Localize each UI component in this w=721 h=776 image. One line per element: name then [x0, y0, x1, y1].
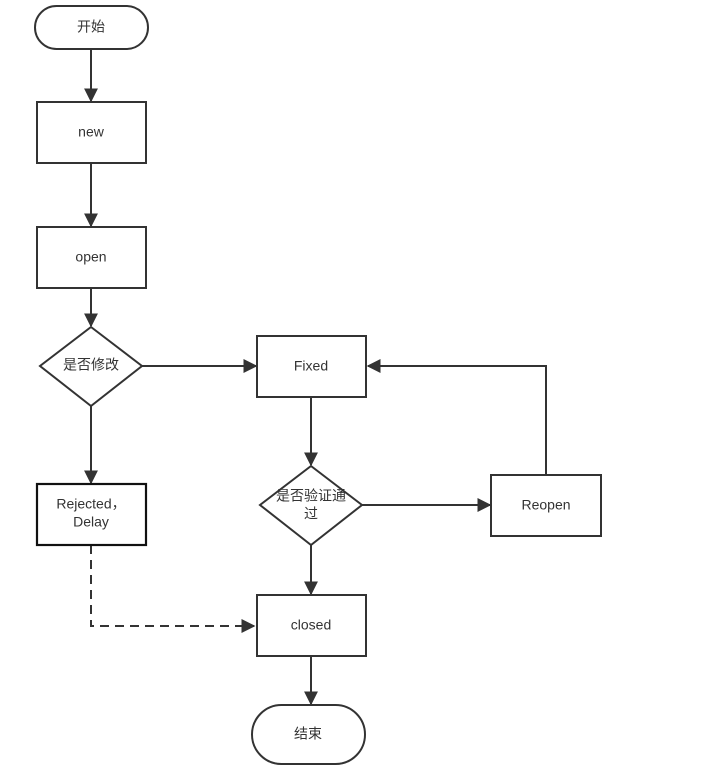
- node-closed: closed: [256, 594, 367, 657]
- node-fixed: Fixed: [256, 335, 367, 398]
- closed-box: [256, 594, 367, 657]
- decision-modify-diamond: [38, 325, 144, 408]
- new-box: [36, 101, 147, 164]
- edge-rejected-to-closed: [90, 545, 256, 633]
- rejected-box: [35, 482, 148, 547]
- end-terminator: [251, 704, 366, 765]
- decision-verify-label-line1: 是否验证通: [276, 488, 346, 504]
- reopen-label: Reopen: [521, 497, 570, 513]
- node-decision-verify: 是否验证通 过: [258, 464, 364, 547]
- decision-modify-label: 是否修改: [63, 357, 119, 373]
- fixed-box: [256, 335, 367, 398]
- decision-verify-diamond: [258, 464, 364, 547]
- node-new: new: [36, 101, 147, 164]
- node-reopen: Reopen: [490, 474, 602, 537]
- rejected-label-line1: Rejected，: [56, 496, 125, 512]
- closed-label: closed: [291, 617, 331, 633]
- start-label: 开始: [77, 19, 105, 35]
- node-rejected: Rejected， Delay: [35, 482, 148, 547]
- node-start: 开始: [34, 5, 149, 50]
- reopen-box: [490, 474, 602, 537]
- node-open: open: [36, 226, 147, 289]
- rejected-label-line2: Delay: [73, 514, 109, 530]
- node-end: 结束: [251, 704, 366, 765]
- end-label: 结束: [294, 726, 322, 742]
- edges: [84, 50, 547, 706]
- open-box: [36, 226, 147, 289]
- start-terminator: [34, 5, 149, 50]
- open-label: open: [75, 249, 106, 265]
- decision-verify-label-line2: 过: [304, 506, 318, 522]
- new-label: new: [78, 124, 105, 140]
- fixed-label: Fixed: [294, 358, 328, 374]
- node-decision-modify: 是否修改: [38, 325, 144, 408]
- edge-reopen-to-fixed: [366, 359, 547, 474]
